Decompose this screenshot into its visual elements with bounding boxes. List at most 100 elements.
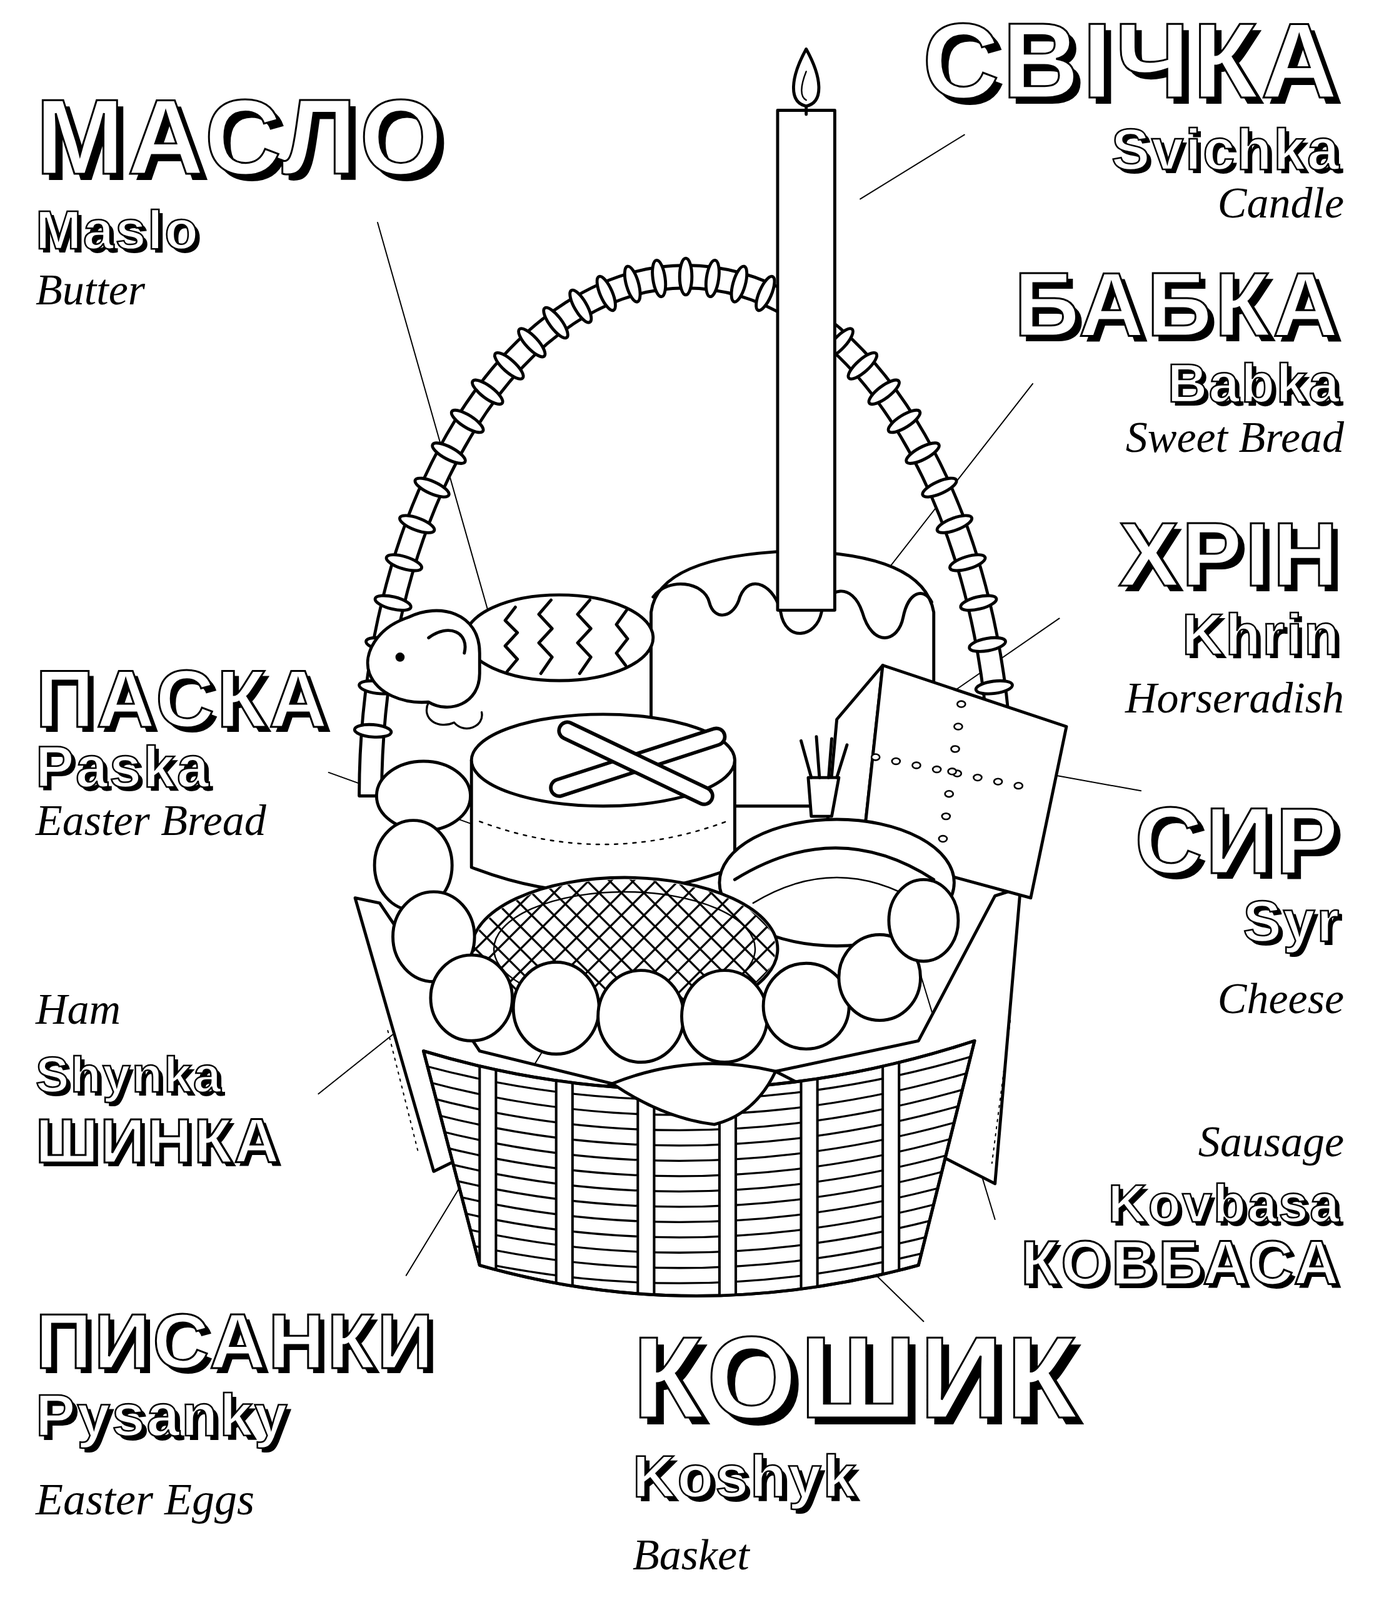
handle-rings-part bbox=[703, 259, 722, 298]
ukrainian-word: КОШИК bbox=[632, 1320, 1081, 1436]
english-translation: Sweet Bread bbox=[1125, 415, 1344, 460]
cheese-cross-dots-part bbox=[1014, 782, 1023, 789]
candle-part bbox=[793, 48, 819, 106]
horseradish-root-part bbox=[801, 740, 812, 778]
sausage-ring-part bbox=[734, 848, 934, 881]
pysanky-eggs bbox=[374, 761, 959, 1063]
transliteration: Paska bbox=[35, 738, 211, 796]
handle-rings-part bbox=[621, 265, 644, 304]
paska-bread-part bbox=[471, 714, 735, 807]
paska-bread-part bbox=[479, 821, 727, 845]
butter-lamb-part bbox=[428, 630, 466, 654]
handle-rings-part bbox=[865, 376, 903, 409]
handle-rings-part bbox=[903, 439, 943, 468]
handle-rings-part bbox=[959, 592, 999, 614]
english-translation: Butter bbox=[35, 268, 146, 312]
handle-rings-part bbox=[968, 635, 1007, 654]
handle-rings-part bbox=[397, 511, 437, 537]
butter-lamb-part bbox=[616, 610, 628, 666]
handle-rings-part bbox=[566, 287, 596, 326]
napkin-flaps-part bbox=[387, 1030, 419, 1154]
transliteration: Shynka bbox=[35, 1050, 223, 1101]
handle-rings-part bbox=[948, 551, 988, 574]
transliteration: Maslo bbox=[35, 202, 201, 258]
pysanky-eggs-part bbox=[513, 962, 599, 1055]
english-translation: Cheese bbox=[1217, 977, 1344, 1021]
handle-rings-part bbox=[429, 439, 468, 468]
butter-lamb-part bbox=[396, 654, 404, 661]
butter-lamb-part bbox=[505, 606, 518, 672]
transliteration: Kovbasa bbox=[1108, 1177, 1341, 1231]
horseradish-root-part bbox=[828, 738, 833, 778]
horseradish-root-part bbox=[837, 745, 848, 778]
napkin-flaps-part bbox=[992, 1020, 1011, 1164]
butter-lamb-part bbox=[426, 702, 482, 729]
ukrainian-word: ШИНКА bbox=[35, 1109, 282, 1173]
pysanky-eggs-part bbox=[430, 955, 513, 1041]
handle-rings-part bbox=[384, 551, 424, 574]
cheese-cross-dots-part bbox=[871, 754, 880, 761]
cheese-cross-dots-part bbox=[932, 766, 941, 773]
ukrainian-word: КОВБАСА bbox=[1020, 1231, 1341, 1294]
butter-lamb-part bbox=[465, 595, 653, 681]
english-translation: Sausage bbox=[1198, 1120, 1344, 1164]
handle-rings-part bbox=[975, 678, 1014, 696]
ukrainian-word: СВІЧКА bbox=[922, 7, 1341, 114]
paska-bread bbox=[471, 714, 735, 894]
butter-lamb-part bbox=[538, 600, 552, 674]
handle-rings-part bbox=[920, 474, 959, 501]
candle-part bbox=[801, 71, 806, 101]
ukrainian-word: СИР bbox=[1134, 793, 1341, 888]
cheese-cross-dots-part bbox=[892, 758, 901, 765]
candle-part bbox=[804, 106, 808, 115]
butter-lamb-part bbox=[367, 610, 480, 708]
butter-lamb bbox=[367, 595, 654, 729]
cheese-cross-dots-part bbox=[948, 768, 957, 775]
english-translation: Basket bbox=[632, 1533, 750, 1578]
ukrainian-word: БАБКА bbox=[1013, 259, 1341, 351]
handle-rings-part bbox=[468, 376, 506, 409]
horseradish-root-part bbox=[816, 737, 820, 778]
english-translation: Easter Eggs bbox=[35, 1477, 255, 1523]
handle-rings-part bbox=[885, 406, 923, 437]
cheese-cross-dots-part bbox=[938, 835, 948, 843]
handle-rings-part bbox=[515, 325, 549, 361]
handle-rings-part bbox=[593, 274, 619, 314]
basket-body-part bbox=[423, 1040, 975, 1296]
leader-lines-part bbox=[860, 135, 965, 200]
napkin-knot-part bbox=[612, 1063, 776, 1125]
horseradish-root-part bbox=[808, 777, 839, 817]
cheese-cross-dots-part bbox=[993, 778, 1003, 786]
handle-rings-part bbox=[679, 258, 692, 296]
handle-rings-part bbox=[650, 259, 668, 298]
horseradish-root bbox=[801, 737, 848, 817]
handle-rings-part bbox=[354, 723, 392, 739]
handle-rings-part bbox=[373, 592, 413, 614]
candle bbox=[777, 48, 835, 611]
cheese-cross-dots-part bbox=[953, 723, 963, 731]
handle-rings-part bbox=[752, 274, 779, 314]
paska-bread-part bbox=[567, 730, 705, 796]
cheese-cross-dots-part bbox=[950, 745, 959, 753]
candle-part bbox=[777, 110, 835, 611]
napkin-knot bbox=[612, 1063, 776, 1125]
handle-rings-part bbox=[491, 348, 527, 383]
transliteration: Svichka bbox=[1111, 120, 1341, 179]
butter-lamb-part bbox=[577, 600, 591, 674]
handle-rings-part bbox=[844, 348, 881, 383]
pysanky-eggs-part bbox=[598, 970, 684, 1063]
ukrainian-word: МАСЛО bbox=[35, 83, 446, 191]
english-translation: Candle bbox=[1217, 181, 1344, 226]
pysanky-eggs-part bbox=[681, 970, 768, 1063]
cheese-cross-dots bbox=[871, 701, 1023, 843]
basket-body-part-part bbox=[801, 1020, 818, 1328]
pysanky-eggs-part bbox=[376, 761, 471, 831]
paska-bread-part bbox=[567, 730, 705, 796]
english-translation: Easter Bread bbox=[35, 798, 267, 843]
ukrainian-word: ПИСАНКИ bbox=[35, 1302, 436, 1381]
handle-rings-part bbox=[728, 265, 751, 304]
transliteration: Khrin bbox=[1182, 605, 1341, 664]
ukrainian-word: ХРІН bbox=[1118, 509, 1341, 601]
